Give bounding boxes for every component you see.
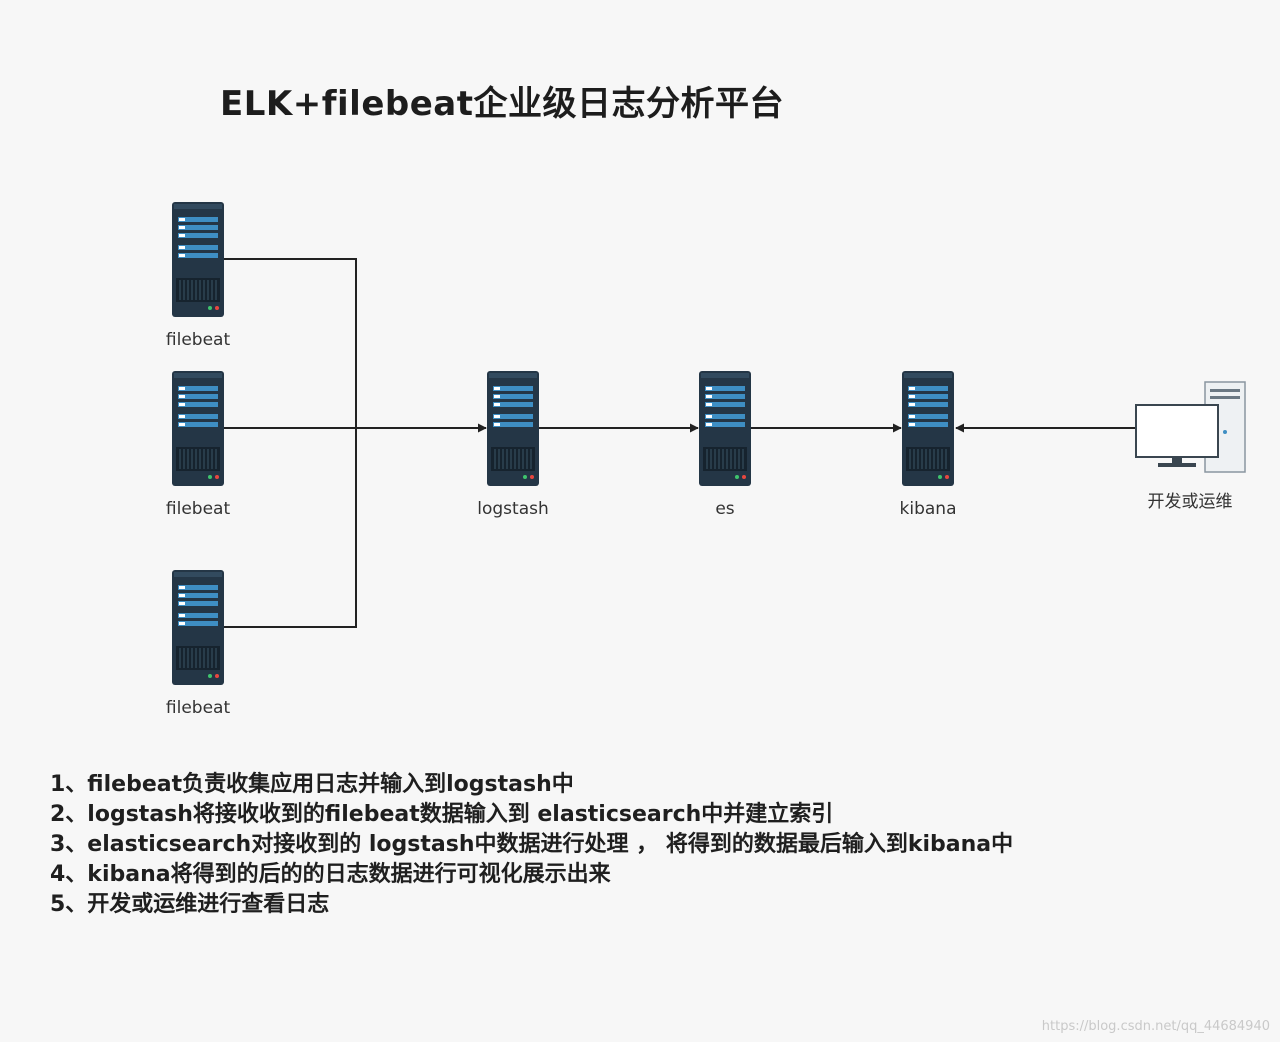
desktop-computer-icon — [1135, 381, 1246, 473]
server-rack-icon — [171, 569, 225, 686]
note-item: 1、filebeat负责收集应用日志并输入到logstash中 — [50, 772, 574, 797]
note-item: 3、elasticsearch对接收到的 logstash中数据进行处理 ， 将… — [50, 832, 1014, 857]
notes-list: 1、filebeat负责收集应用日志并输入到logstash中 2、logsta… — [50, 770, 1013, 920]
server-rack-icon — [171, 201, 225, 318]
page-title: ELK+filebeat企业级日志分析平台 — [220, 84, 784, 124]
node-label-dev-ops: 开发或运维 — [1147, 492, 1233, 512]
node-label-logstash: logstash — [477, 499, 549, 519]
server-rack-icon — [171, 370, 225, 487]
node-label-kibana: kibana — [899, 499, 957, 519]
node-label-filebeat-2: filebeat — [165, 499, 231, 519]
note-item: 4、kibana将得到的后的的日志数据进行可视化展示出来 — [50, 862, 611, 887]
connector-filebeat-1 — [223, 258, 357, 628]
note-item: 5、开发或运维进行查看日志 — [50, 892, 330, 917]
node-label-filebeat-1: filebeat — [165, 330, 231, 350]
note-item: 2、logstash将接收收到的filebeat数据输入到 elasticsea… — [50, 802, 834, 827]
connectors — [223, 258, 1135, 628]
node-label-es: es — [715, 499, 735, 519]
server-rack-icon — [698, 370, 752, 487]
node-label-filebeat-3: filebeat — [165, 698, 231, 718]
server-rack-icon — [901, 370, 955, 487]
watermark: https://blog.csdn.net/qq_44684940 — [1041, 1019, 1270, 1034]
server-rack-icon — [486, 370, 540, 487]
architecture-diagram — [171, 201, 1246, 686]
